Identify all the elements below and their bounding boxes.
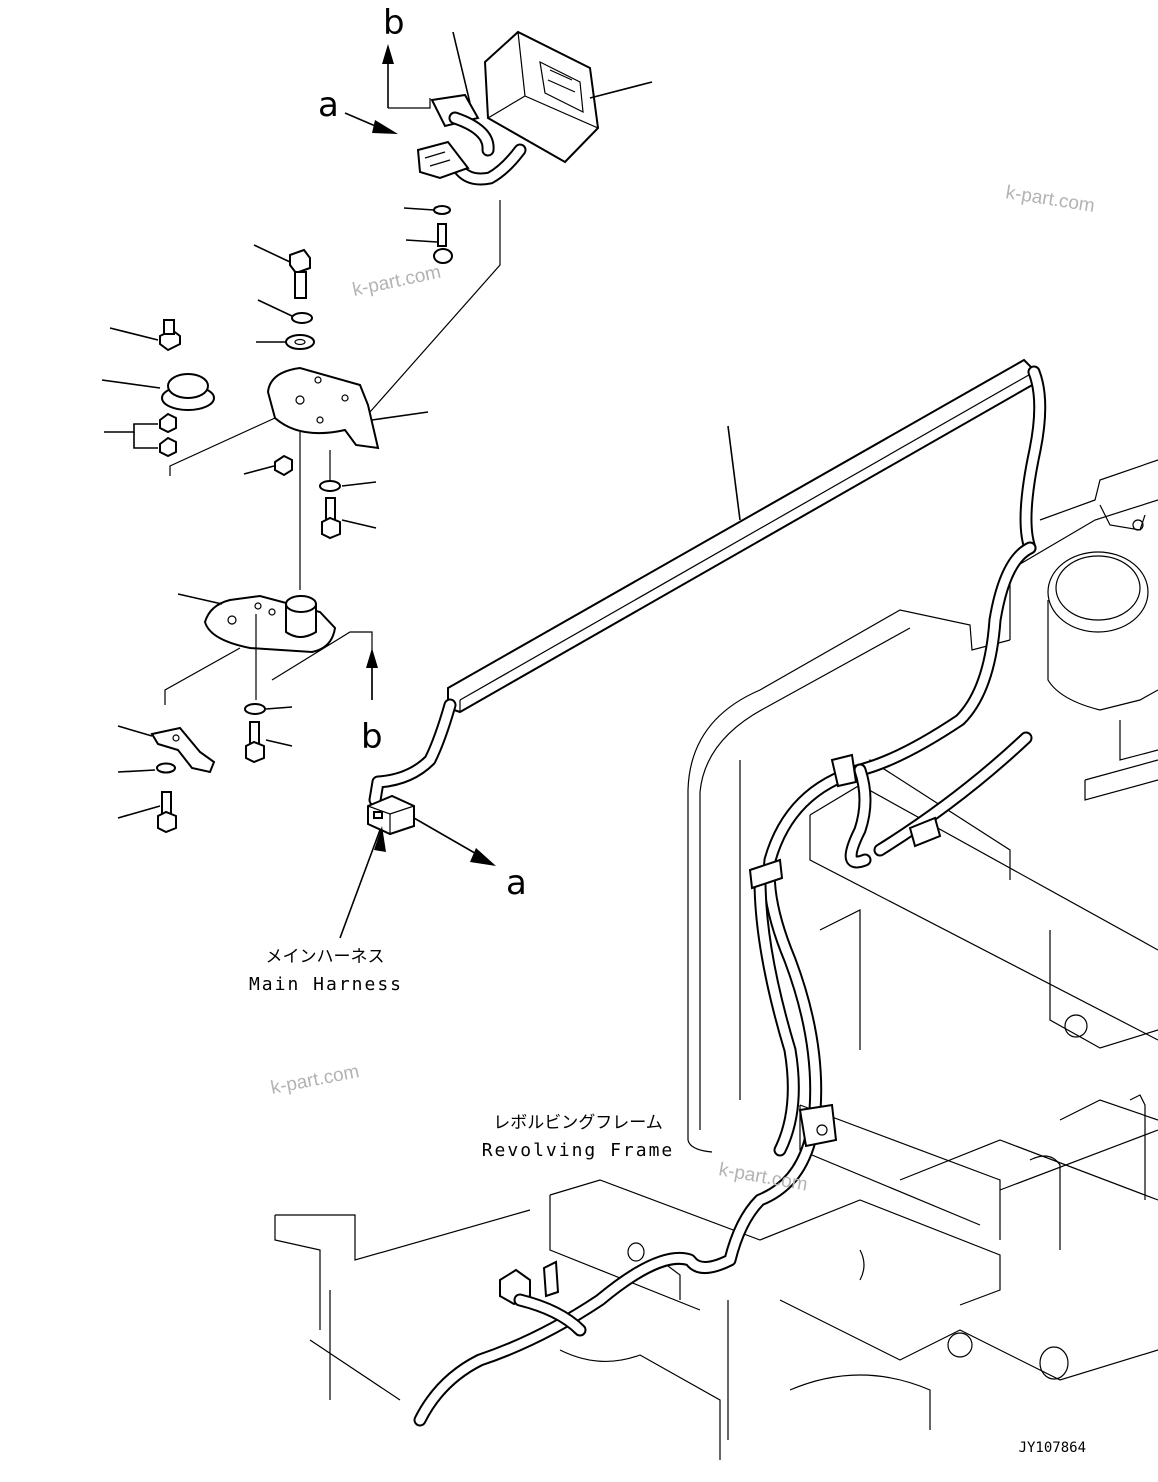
main-harness-pointer (339, 826, 386, 939)
mount-plate (203, 594, 337, 654)
arrow-b-top: b (382, 3, 431, 109)
plate-washer (244, 703, 266, 715)
letter-a-lower: a (506, 863, 527, 903)
lower-nut (274, 454, 293, 477)
lower-washer (319, 480, 341, 492)
nut-pair (159, 412, 177, 458)
arrow-a-lower: a (413, 817, 527, 903)
letter-b-top: b (383, 3, 405, 43)
harness-cover (447, 358, 1035, 714)
arrow-b-lower: b (271, 631, 383, 757)
bracket-washer-2 (285, 334, 315, 350)
monitor-bracket (266, 366, 380, 450)
revolving-frame (274, 459, 1158, 1460)
main-harness-connector (367, 794, 415, 836)
monitor-unit (453, 30, 600, 186)
watermark-top-right: k-part.com (1004, 182, 1096, 217)
strap-washer (156, 762, 176, 774)
bracket-washer-1 (291, 312, 313, 324)
rubber-cap-bolt (159, 319, 181, 352)
plate-bolt (245, 721, 265, 764)
watermark-mid-left: k-part.com (269, 1061, 361, 1099)
lower-bolt (321, 497, 341, 540)
monitor-bolt (433, 223, 453, 264)
strap-bolt (157, 791, 177, 834)
main-harness-label-jp: メインハーネス (266, 947, 385, 967)
ground-strap (150, 726, 216, 774)
monitor-washer (433, 205, 451, 215)
main-harness-label-en: Main Harness (249, 974, 403, 995)
letter-a-top: a (318, 85, 339, 125)
frame-harness-cable (413, 541, 1037, 1427)
watermark-top-left: k-part.com (351, 262, 443, 301)
revolving-frame-label-en: Revolving Frame (482, 1140, 675, 1161)
arrow-a-top: a (318, 85, 398, 134)
monitor-connector (416, 93, 495, 180)
rubber-cushion (161, 373, 215, 411)
revolving-frame-label-jp: レボルビングフレーム (493, 1113, 663, 1133)
drawing-code: JY107864 (1019, 1440, 1086, 1456)
bracket-bolt (289, 248, 311, 299)
letter-b-lower: b (361, 717, 383, 757)
